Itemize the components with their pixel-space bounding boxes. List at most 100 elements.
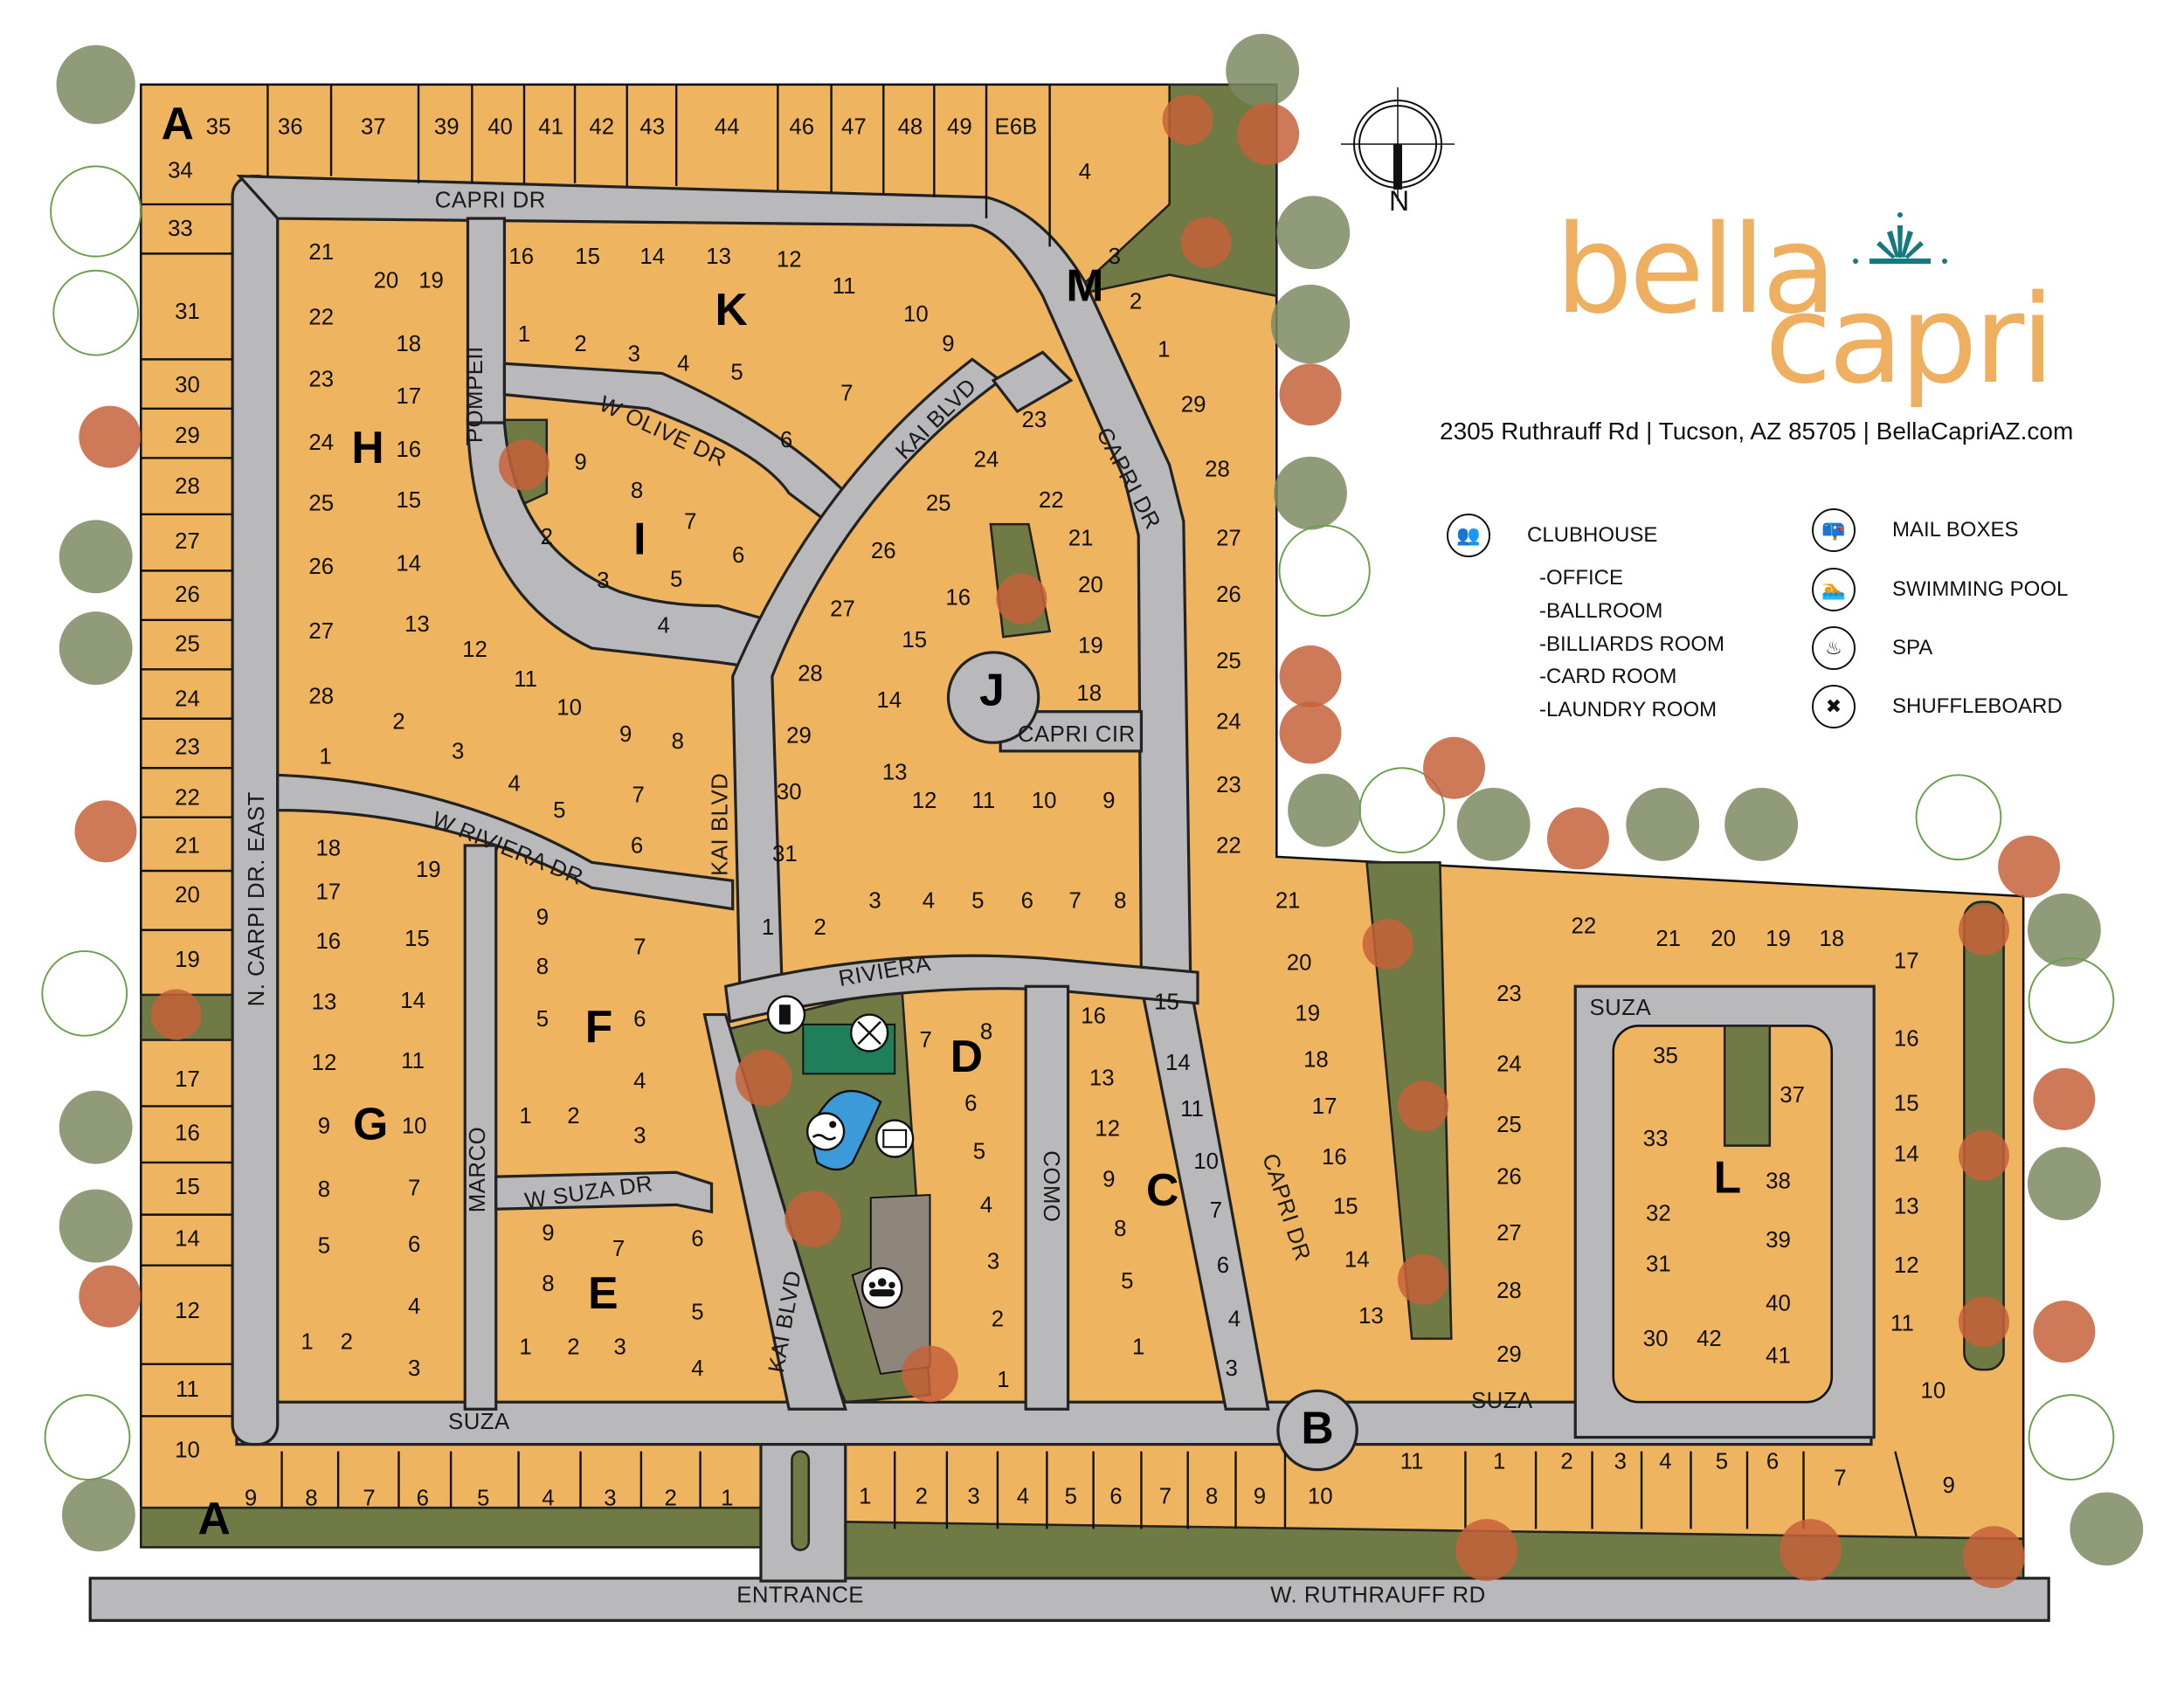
svg-text:25: 25 bbox=[1216, 649, 1241, 673]
svg-text:8: 8 bbox=[1114, 888, 1126, 913]
svg-text:4: 4 bbox=[923, 888, 935, 913]
legend-spa-label: SPA bbox=[1892, 636, 1933, 659]
svg-text:42: 42 bbox=[589, 115, 614, 140]
svg-text:5: 5 bbox=[318, 1234, 330, 1259]
legend-mail-label: MAIL BOXES bbox=[1892, 518, 2019, 542]
svg-text:14: 14 bbox=[175, 1226, 200, 1251]
svg-text:5: 5 bbox=[670, 567, 682, 591]
map-amenity-icons[interactable] bbox=[766, 995, 915, 1309]
svg-text:6: 6 bbox=[1217, 1253, 1229, 1278]
svg-text:3: 3 bbox=[1614, 1449, 1627, 1474]
svg-text:25: 25 bbox=[175, 632, 200, 657]
section-m: M bbox=[1066, 259, 1103, 310]
svg-text:15: 15 bbox=[175, 1175, 200, 1199]
street-capri-cir: CAPRI CIR bbox=[1018, 722, 1136, 747]
svg-text:19: 19 bbox=[1078, 633, 1103, 658]
svg-text:22: 22 bbox=[308, 305, 334, 329]
svg-text:18: 18 bbox=[396, 332, 421, 356]
svg-text:13: 13 bbox=[882, 761, 908, 785]
svg-text:9: 9 bbox=[1254, 1485, 1266, 1509]
map-shuffleboard-icon[interactable] bbox=[849, 1013, 889, 1053]
svg-text:7: 7 bbox=[408, 1176, 420, 1200]
section-j: J bbox=[979, 664, 1005, 714]
svg-text:8: 8 bbox=[305, 1486, 317, 1510]
svg-text:26: 26 bbox=[1496, 1165, 1522, 1190]
svg-text:40: 40 bbox=[1766, 1292, 1791, 1316]
svg-text:20: 20 bbox=[374, 268, 399, 293]
compass-north-label: N bbox=[1389, 185, 1410, 217]
north-arrow-compass bbox=[1341, 87, 1455, 201]
svg-text:26: 26 bbox=[308, 555, 334, 579]
svg-text:2: 2 bbox=[1130, 290, 1142, 314]
svg-text:5: 5 bbox=[536, 1007, 549, 1032]
legend-clubhouse-label: CLUBHOUSE bbox=[1527, 523, 1658, 547]
svg-text:16: 16 bbox=[396, 438, 421, 462]
svg-text:17: 17 bbox=[175, 1067, 200, 1092]
legend-sub-laundry-label: -LAUNDRY ROOM bbox=[1539, 698, 1717, 721]
svg-text:1: 1 bbox=[301, 1329, 313, 1354]
section-f: F bbox=[585, 1001, 613, 1052]
svg-text:4: 4 bbox=[980, 1193, 992, 1218]
svg-text:29: 29 bbox=[175, 424, 200, 448]
svg-text:11: 11 bbox=[176, 1377, 199, 1402]
svg-text:3: 3 bbox=[408, 1356, 420, 1381]
svg-text:4: 4 bbox=[508, 771, 521, 796]
svg-text:2: 2 bbox=[567, 1104, 579, 1129]
svg-text:2: 2 bbox=[814, 915, 826, 940]
svg-text:4: 4 bbox=[1079, 160, 1091, 184]
svg-text:15: 15 bbox=[1154, 990, 1179, 1014]
map-clubhouse-icon[interactable] bbox=[860, 1267, 903, 1309]
svg-text:14: 14 bbox=[396, 552, 421, 576]
svg-text:17: 17 bbox=[1312, 1094, 1337, 1119]
map-mailbox-icon[interactable] bbox=[766, 995, 806, 1034]
svg-text:18: 18 bbox=[315, 837, 341, 861]
svg-text:16: 16 bbox=[1322, 1145, 1347, 1170]
svg-text:34: 34 bbox=[168, 159, 193, 183]
legend-clubhouse: 👥 CLUBHOUSE bbox=[1447, 514, 1657, 557]
svg-text:21: 21 bbox=[1275, 888, 1301, 913]
svg-text:23: 23 bbox=[1496, 982, 1522, 1006]
svg-text:31: 31 bbox=[772, 842, 798, 866]
legend-spa: ♨ SPA bbox=[1812, 626, 1932, 670]
legend-shuffleboard-label: SHUFFLEBOARD bbox=[1892, 694, 2063, 718]
street-suza-east: SUZA bbox=[1471, 1389, 1533, 1413]
svg-text:7: 7 bbox=[1834, 1467, 1846, 1491]
riviera bbox=[723, 954, 1199, 1024]
svg-text:4: 4 bbox=[408, 1294, 420, 1319]
svg-text:18: 18 bbox=[1303, 1048, 1329, 1073]
svg-text:30: 30 bbox=[1643, 1327, 1669, 1351]
svg-text:11: 11 bbox=[971, 789, 995, 813]
svg-text:22: 22 bbox=[1216, 833, 1241, 858]
people-group-icon: 👥 bbox=[1447, 514, 1490, 557]
svg-text:19: 19 bbox=[418, 268, 444, 293]
street-entrance: ENTRANCE bbox=[736, 1584, 864, 1608]
svg-text:10: 10 bbox=[175, 1438, 200, 1462]
svg-text:4: 4 bbox=[677, 352, 689, 376]
svg-text:12: 12 bbox=[462, 638, 487, 662]
svg-text:4: 4 bbox=[657, 614, 669, 638]
map-swimmer-icon[interactable] bbox=[805, 1112, 846, 1151]
svg-text:9: 9 bbox=[619, 722, 632, 747]
svg-text:19: 19 bbox=[175, 948, 200, 972]
svg-text:44: 44 bbox=[715, 115, 740, 140]
svg-text:36: 36 bbox=[278, 115, 303, 140]
section-d: D bbox=[950, 1031, 983, 1081]
svg-text:27: 27 bbox=[1496, 1221, 1522, 1246]
svg-text:10: 10 bbox=[903, 302, 929, 327]
map-hot-tub-icon[interactable] bbox=[875, 1119, 915, 1158]
svg-text:3: 3 bbox=[628, 342, 640, 366]
svg-text:3: 3 bbox=[868, 888, 881, 913]
svg-text:10: 10 bbox=[1032, 789, 1057, 813]
section-c: C bbox=[1146, 1164, 1178, 1215]
svg-text:49: 49 bbox=[947, 115, 972, 140]
svg-text:6: 6 bbox=[1766, 1449, 1779, 1474]
svg-text:10: 10 bbox=[402, 1114, 427, 1138]
svg-text:37: 37 bbox=[361, 115, 386, 140]
svg-text:38: 38 bbox=[1766, 1169, 1791, 1193]
svg-text:39: 39 bbox=[434, 115, 460, 140]
street-marco: MARCO bbox=[466, 1127, 490, 1212]
section-a-south: A bbox=[198, 1493, 231, 1543]
svg-text:7: 7 bbox=[1068, 888, 1081, 913]
capri-dr-north bbox=[236, 174, 1270, 1411]
